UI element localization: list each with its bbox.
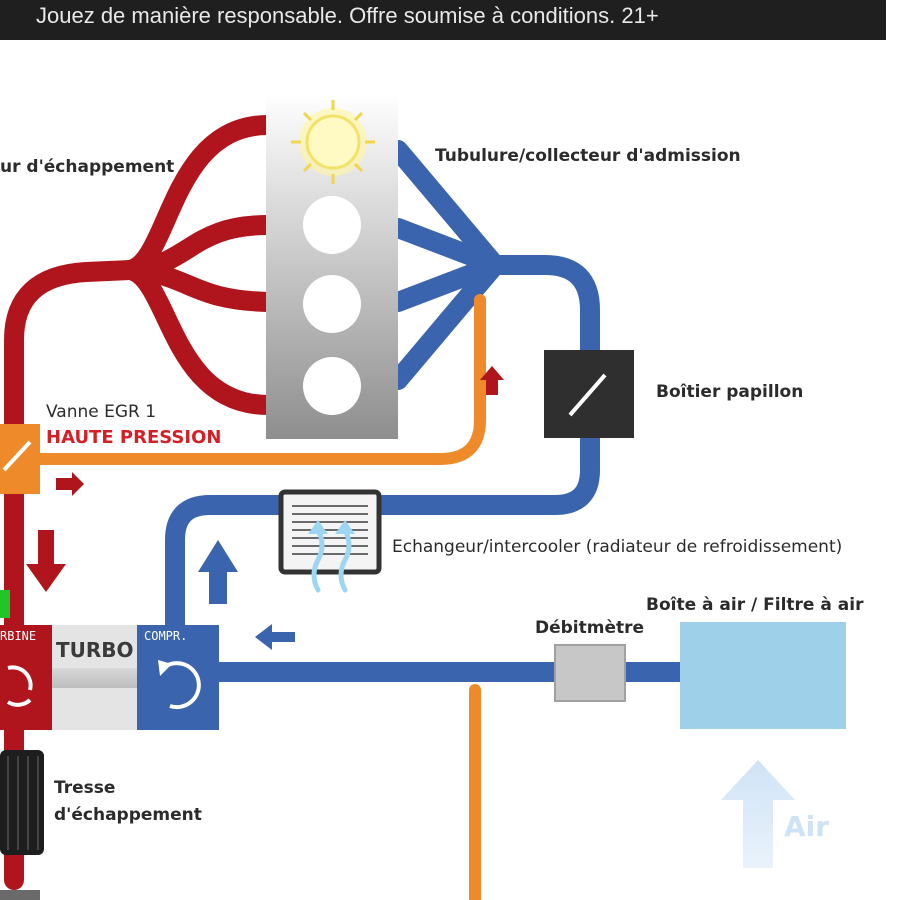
intercooler: [278, 489, 382, 593]
turbine-rotation-icon: [6, 665, 33, 707]
turbocharger: [0, 625, 219, 730]
throttle-label: Boîtier papillon: [656, 382, 803, 402]
turbo-label: TURBO: [56, 638, 134, 662]
engine-block: [266, 93, 398, 439]
cylinder-firing-icon: [291, 100, 375, 184]
red-arrow-down-icon: [26, 530, 66, 592]
red-arrow-right-icon: [56, 472, 84, 496]
flowmeter-label: Débitmètre: [535, 618, 644, 638]
cylinder-3: [303, 275, 361, 333]
exhaust-manifold-label: ur d'échappement: [0, 157, 174, 177]
egr-valve: [0, 424, 40, 494]
compressor-rotation-icon: [158, 660, 201, 710]
intake-manifold-label: Tubulure/collecteur d'admission: [435, 146, 741, 166]
compressor-label: COMPR.: [144, 629, 187, 643]
high-pressure-label: HAUTE PRESSION: [46, 427, 221, 448]
braid-label-line1: Tresse: [54, 778, 115, 798]
exhaust-clamp: [0, 890, 40, 900]
cooling-air-arrows-icon: [308, 520, 355, 593]
turbine-label: RBINE: [0, 629, 36, 643]
air-intake-arrow-icon: [721, 760, 795, 868]
turbine-housing: [0, 625, 52, 730]
air-label: Air: [784, 810, 829, 843]
disclaimer-text: Jouez de manière responsable. Offre soum…: [36, 3, 659, 28]
air-box: [680, 622, 846, 729]
egr-valve-label: Vanne EGR 1: [46, 402, 156, 422]
cylinder-2: [303, 196, 361, 254]
exhaust-manifold: [4, 115, 278, 890]
disclaimer-banner: Jouez de manière responsable. Offre soum…: [0, 0, 886, 40]
intercooler-label: Echangeur/intercooler (radiateur de refr…: [392, 537, 842, 557]
blue-arrow-left-icon: [255, 624, 295, 650]
red-arrow-up-icon: [480, 366, 504, 395]
cylinder-4: [303, 357, 361, 415]
blue-arrow-up-icon: [198, 540, 238, 604]
compressor-housing: [137, 625, 219, 730]
braid-label-line2: d'échappement: [54, 805, 202, 825]
intake-manifold: [165, 140, 700, 682]
exhaust-braid: [0, 750, 44, 855]
exhaust-pipe-marker: [0, 590, 10, 618]
throttle-body: [544, 350, 634, 438]
flowmeter: [554, 644, 626, 702]
egr-line: [32, 294, 486, 900]
airbox-label: Boîte à air / Filtre à air: [646, 595, 864, 615]
